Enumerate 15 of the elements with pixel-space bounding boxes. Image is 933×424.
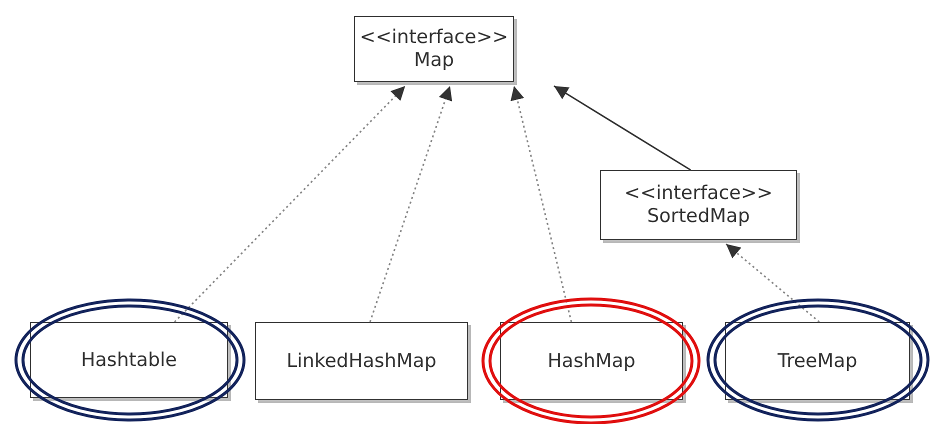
class-name: Map — [414, 49, 454, 72]
class-box — [354, 16, 514, 82]
class-name: LinkedHashMap — [286, 350, 436, 372]
class-name: SortedMap — [647, 205, 750, 228]
class-box — [500, 322, 683, 400]
stereotype-label: <<interface>> — [624, 182, 773, 205]
class-name: TreeMap — [778, 350, 858, 372]
class-box — [725, 322, 910, 400]
class-box — [600, 170, 797, 240]
class-box — [30, 322, 228, 398]
class-name: Hashtable — [81, 348, 177, 372]
class-box — [255, 322, 468, 400]
arrow — [554, 85, 692, 171]
class-name: HashMap — [548, 350, 636, 372]
stereotype-label: <<interface>> — [360, 26, 508, 49]
